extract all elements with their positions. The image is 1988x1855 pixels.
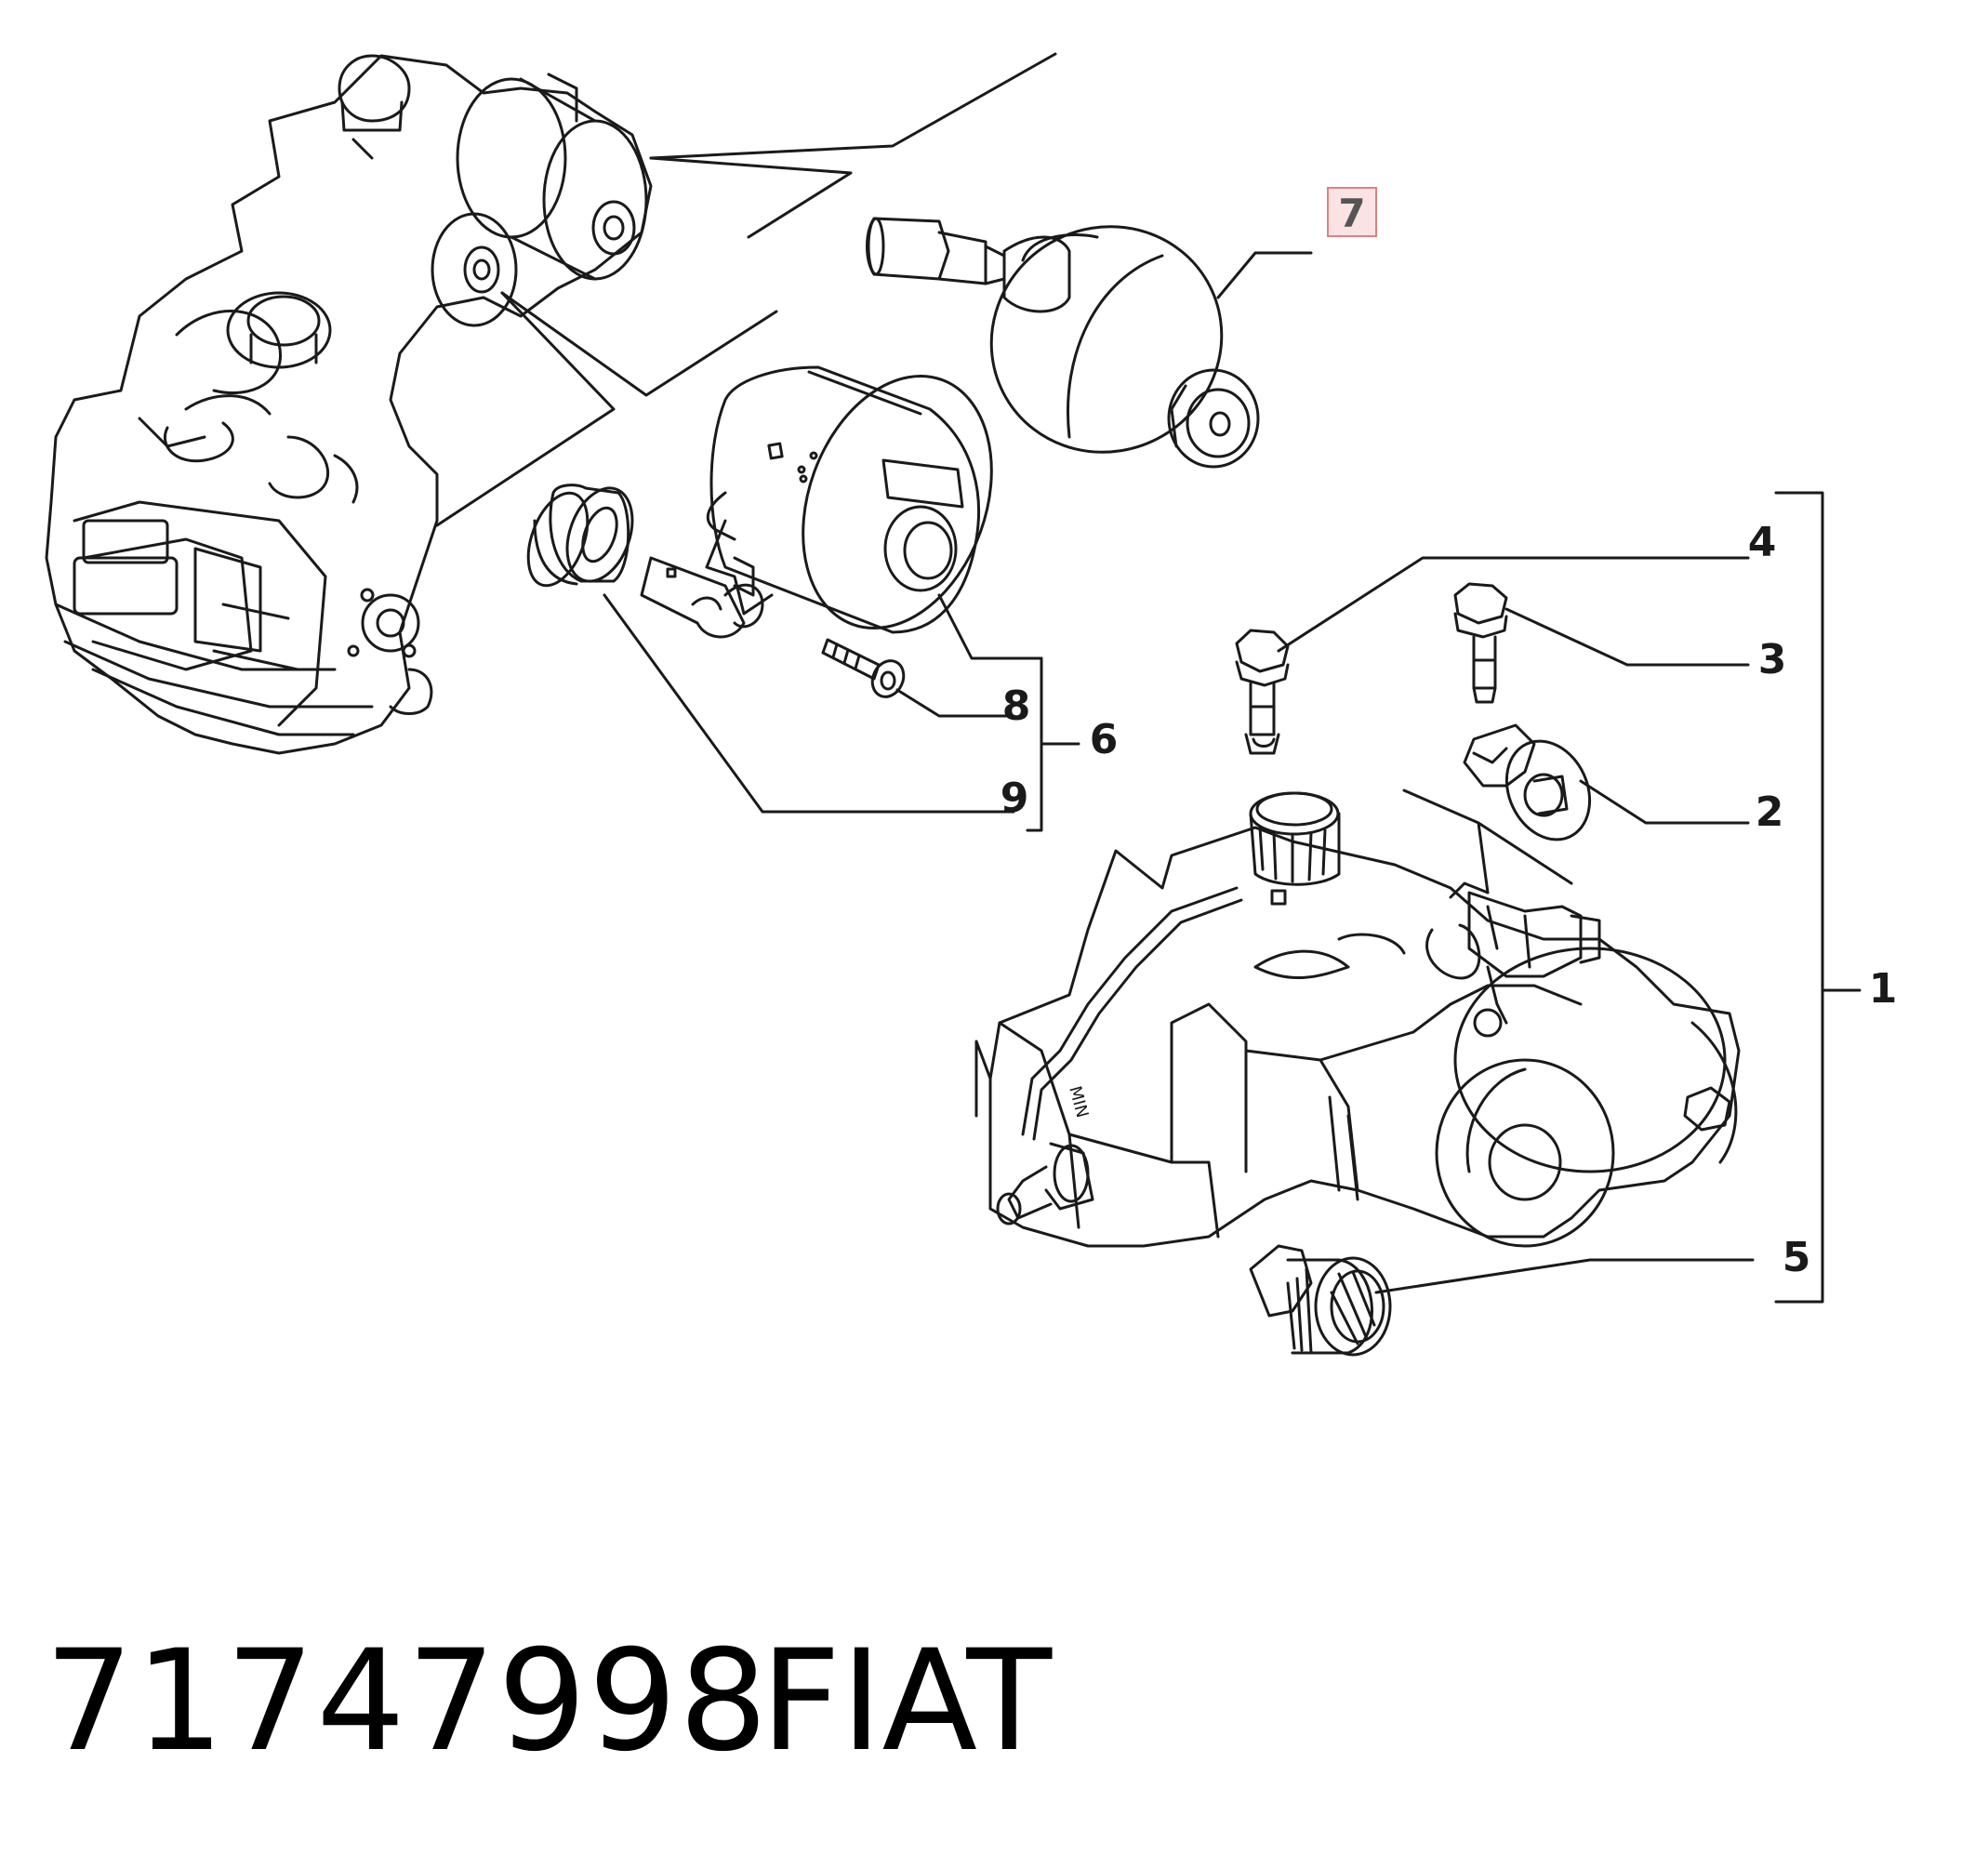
callout-9: 9 xyxy=(1001,775,1029,822)
hydraulic-unit-part-1 xyxy=(974,791,1741,1248)
callout-7: 7 xyxy=(1338,191,1365,236)
callout-3: 3 xyxy=(1758,636,1787,683)
clip-part-2 xyxy=(1463,723,1592,841)
callout-leader-lines xyxy=(603,251,1862,1304)
part-number: 71747998 xyxy=(45,1621,770,1782)
callout-2: 2 xyxy=(1756,788,1784,836)
accumulator-part-7 xyxy=(866,217,1260,469)
callout-6: 6 xyxy=(1090,716,1119,763)
reservoir-min-label: MIN xyxy=(1065,1084,1092,1120)
callout-5: 5 xyxy=(1783,1234,1811,1281)
callout-7-highlight-box xyxy=(1327,187,1377,237)
bolt-part-3 xyxy=(1453,582,1508,704)
callout-4: 4 xyxy=(1748,519,1777,566)
gearbox-assembly xyxy=(45,54,653,755)
callout-1: 1 xyxy=(1869,965,1898,1013)
cap-part-5 xyxy=(1249,1244,1392,1357)
screw-part-8 xyxy=(821,638,906,698)
bushing-part-9 xyxy=(526,484,634,588)
brand-name: FIAT xyxy=(761,1621,1053,1782)
bolt-part-4 xyxy=(1235,629,1290,755)
pump-motor-part-6 xyxy=(640,365,993,639)
gearbox-leader-lines xyxy=(435,52,1057,527)
callout-8: 8 xyxy=(1002,682,1031,730)
